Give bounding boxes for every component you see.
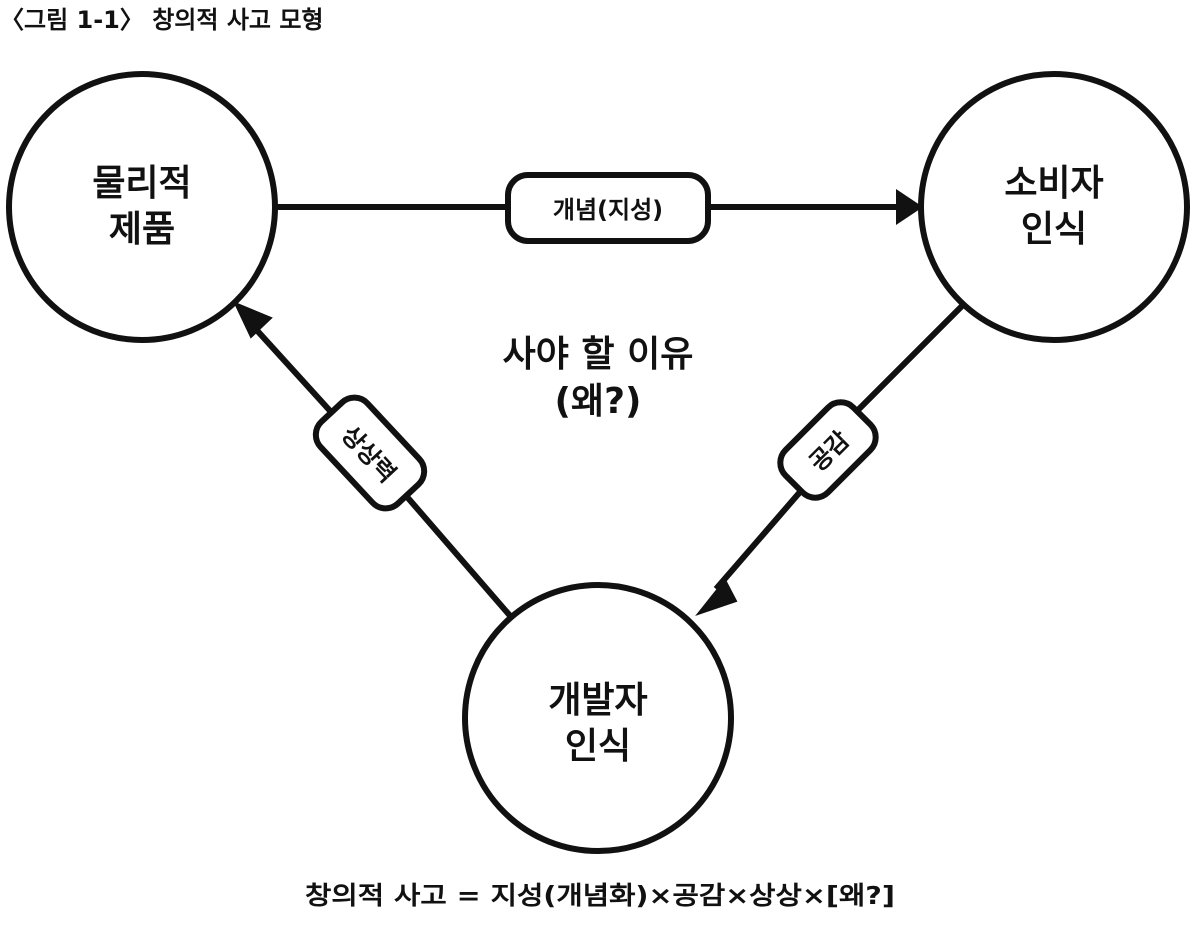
edge-concept-label: 개념(지성) [553,196,663,224]
edge-concept-label-box [505,172,711,244]
edge-empathy-arrowhead [695,578,738,617]
formula-text: 창의적 사고 = 지성(개념화)×공감×상상×[왜?] [305,881,895,910]
edge-empathy-line-upper [855,302,966,413]
node-developer-perception-circle [462,582,734,854]
center-label-line1: 사야 할 이유 [503,334,694,375]
node-physical-product-circle [6,71,278,343]
edge-concept-arrowhead [896,189,923,225]
edge-imagination-label-group: 상상력 [312,394,428,512]
node-developer-perception-line1: 개발자 [548,680,647,721]
edge-concept: 개념(지성) [276,172,923,244]
node-physical-product-line2: 제품 [109,209,175,250]
node-physical-product: 물리적 제품 [6,71,278,343]
node-consumer-perception: 소비자 인식 [918,71,1190,343]
edge-empathy-line-lower [713,490,803,591]
edge-imagination-label-box [312,394,428,512]
edge-imagination-arrowhead [232,301,273,339]
edge-empathy: 공감 [695,302,966,617]
center-label-line2: (왜?) [555,381,642,422]
edge-imagination: 상상력 [232,301,515,620]
edge-imagination-line-lower [405,496,515,620]
edge-empathy-label-group: 공감 [777,399,879,501]
node-developer-perception: 개발자 인식 [462,582,734,854]
node-consumer-perception-line2: 인식 [1021,209,1087,250]
node-developer-perception-line2: 인식 [565,726,631,767]
figure-title: 〈그림 1-1〉 창의적 사고 모형 [0,6,324,34]
node-consumer-perception-circle [918,71,1190,343]
node-physical-product-line1: 물리적 [92,163,191,204]
node-consumer-perception-line1: 소비자 [1004,163,1103,204]
edge-imagination-line-upper [250,323,335,416]
edge-empathy-label-box [777,399,879,501]
